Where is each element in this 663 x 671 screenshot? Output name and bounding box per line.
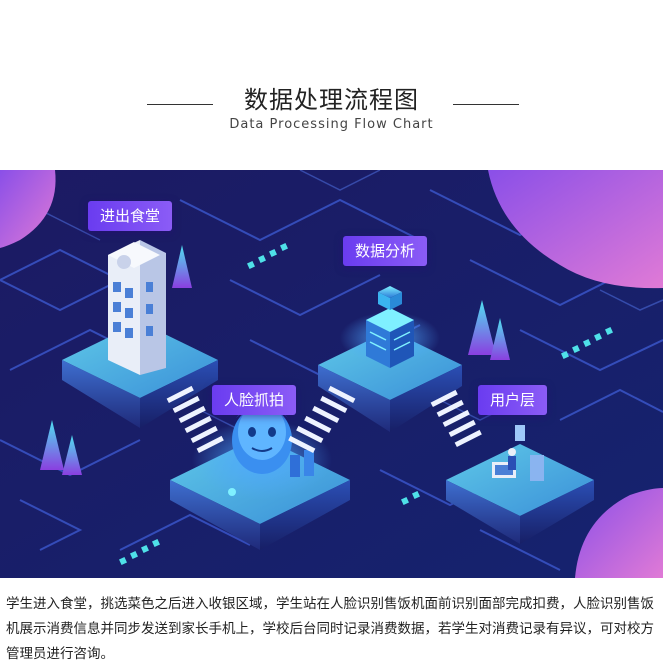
stairs-right: [430, 389, 482, 448]
flow-illustration: 进出食堂 数据分析 人脸抓拍 用户层: [0, 170, 663, 578]
dot-trails: [119, 243, 613, 565]
node-label-analysis: 数据分析: [343, 236, 428, 266]
stairs-left: [166, 385, 224, 454]
description-text: 学生进入食堂，挑选菜色之后进入收银区域，学生站在人脸识别售饭机面前识别面部完成扣…: [6, 596, 654, 662]
stairs-center: [288, 385, 356, 454]
blob-bottom-right: [575, 488, 663, 578]
isometric-scene: [0, 170, 663, 578]
title-rule-left: [147, 104, 213, 105]
title-row: 数据处理流程图: [0, 80, 663, 114]
platform-analysis: [318, 286, 462, 432]
tree-cluster-top: [172, 245, 192, 288]
node-label-canteen: 进出食堂: [88, 201, 173, 231]
blob-top-right: [488, 170, 663, 289]
node-label-face: 人脸抓拍: [212, 385, 297, 415]
node-label-user: 用户层: [478, 385, 548, 415]
title-rule-right: [453, 104, 519, 105]
tree-cluster-right: [468, 300, 510, 360]
description-block: 学生进入食堂，挑选菜色之后进入收银区域，学生站在人脸识别售饭机面前识别面部完成扣…: [0, 578, 663, 671]
page-subtitle: Data Processing Flow Chart: [229, 117, 434, 132]
platform-canteen: [62, 240, 218, 428]
tree-cluster-left: [40, 420, 82, 475]
header: 数据处理流程图 Data Processing Flow Chart: [0, 0, 663, 170]
platform-user: [446, 425, 594, 544]
blob-top-left: [0, 170, 56, 248]
page-title: 数据处理流程图: [244, 86, 419, 114]
